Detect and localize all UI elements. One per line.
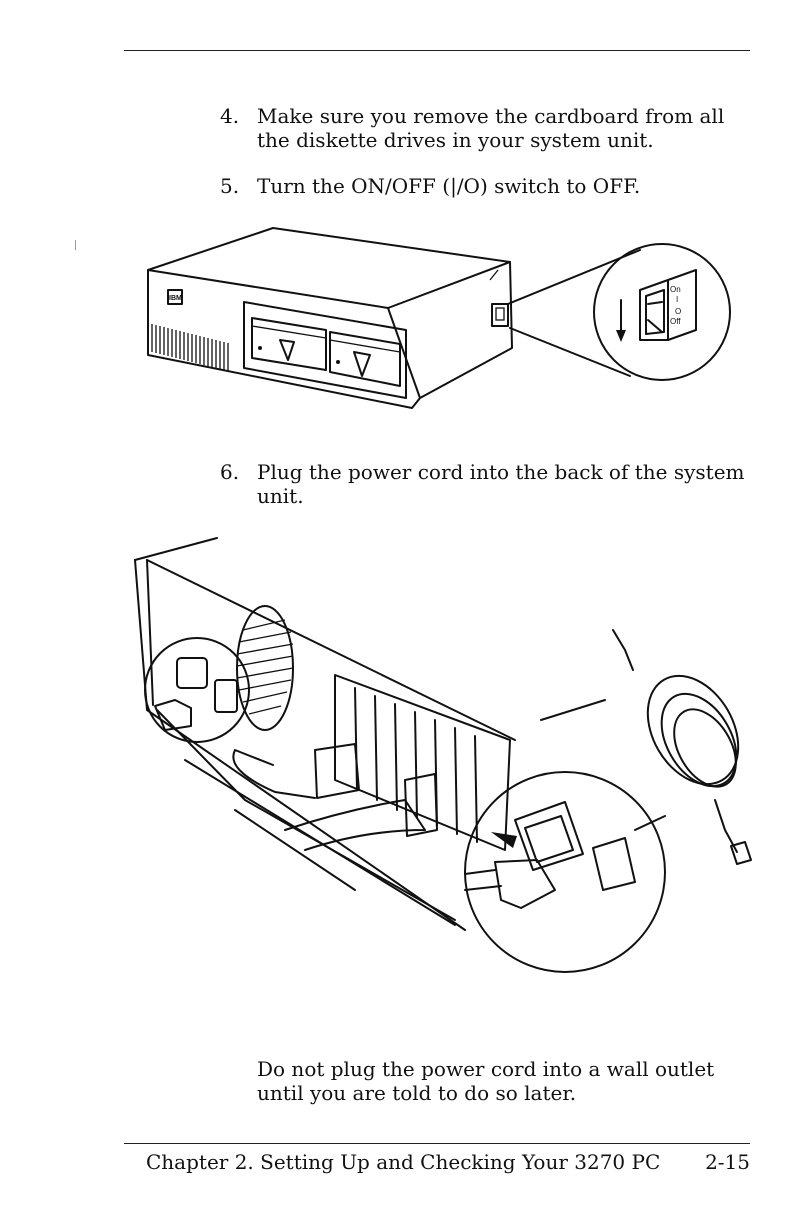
switch-label-off: Off [670, 317, 681, 326]
power-socket-callout [464, 771, 666, 973]
power-switch [491, 303, 509, 327]
footer-rule [124, 1143, 750, 1144]
step-text: Turn the ON/OFF (|/O) switch to OFF. [257, 174, 641, 198]
margin-mark [75, 240, 76, 250]
switch-label-i: I [676, 295, 678, 304]
power-cord-rear-illustration [134, 537, 752, 973]
system-unit-switch-illustration: IBM On I O Off [147, 227, 731, 409]
power-cord-plug [494, 859, 556, 909]
page-footer: Chapter 2. Setting Up and Checking Your … [146, 1150, 750, 1174]
ibm-logo: IBM [169, 295, 182, 302]
step-5: 5. Turn the ON/OFF (|/O) switch to OFF. [220, 174, 760, 198]
step-6: 6. Plug the power cord into the back of … [220, 460, 760, 508]
power-cord-coil [612, 629, 752, 865]
header-rule [124, 50, 750, 51]
step-4: 4. Make sure you remove the cardboard fr… [220, 104, 760, 152]
note-text: Do not plug the power cord into a wall o… [257, 1057, 715, 1105]
step-text: Make sure you remove the cardboard from … [257, 104, 725, 152]
switch-label-on: On [670, 285, 681, 294]
step-text: Plug the power cord into the back of the… [257, 460, 745, 508]
left-connector-callout [144, 637, 250, 743]
step-number: 5. [220, 174, 240, 198]
switch-label-o: O [675, 307, 681, 316]
power-socket [514, 801, 584, 871]
page-number: 2-15 [705, 1150, 750, 1174]
expansion-slots [334, 674, 511, 851]
front-vents [151, 324, 229, 371]
drive-bay [243, 301, 407, 399]
monitor-connector [314, 743, 360, 799]
switch-callout [593, 243, 731, 381]
step-number: 4. [220, 104, 240, 128]
insert-arrow-icon [491, 832, 517, 848]
down-arrow-icon [616, 330, 626, 342]
step-number: 6. [220, 460, 240, 484]
footer-chapter: Chapter 2. Setting Up and Checking Your … [146, 1150, 661, 1174]
